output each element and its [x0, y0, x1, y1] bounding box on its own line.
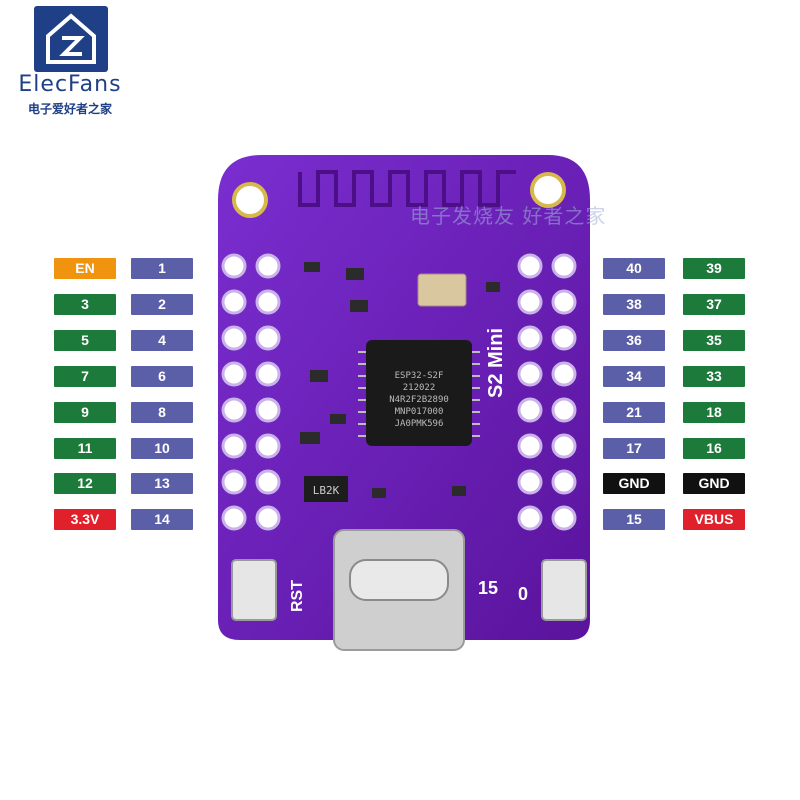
left-outer-label-0: EN: [54, 258, 116, 279]
silk-15: 15: [478, 578, 498, 598]
watermark-text: 电子发烧友 好者之家: [410, 204, 607, 228]
antenna-trace: [298, 170, 516, 207]
rst-button: [231, 559, 277, 621]
right-inner-label-6: GND: [603, 473, 665, 494]
left-inner-label-7: 14: [131, 509, 193, 530]
chip-text-4: JA0PMK596: [395, 419, 444, 429]
house-logo-icon: [34, 6, 108, 72]
boot-button: [541, 559, 587, 621]
smd-components: [300, 262, 500, 498]
right-outer-label-4: 18: [683, 402, 745, 423]
left-outer-label-5: 11: [54, 438, 116, 459]
left-pin-header: [221, 253, 281, 531]
left-outer-label-4: 9: [54, 402, 116, 423]
mount-hole-right: [530, 172, 566, 208]
right-outer-label-1: 37: [683, 294, 745, 315]
right-inner-label-4: 21: [603, 402, 665, 423]
left-inner-label-3: 6: [131, 366, 193, 387]
left-outer-label-1: 3: [54, 294, 116, 315]
right-inner-label-5: 17: [603, 438, 665, 459]
esp32-chip: [366, 340, 472, 446]
left-outer-label-2: 5: [54, 330, 116, 351]
silk-model: S2 Mini: [485, 328, 507, 398]
left-inner-label-1: 2: [131, 294, 193, 315]
logo-brand-text: ElecFans: [18, 72, 122, 97]
left-inner-label-4: 8: [131, 402, 193, 423]
crystal: [417, 273, 467, 307]
left-inner-label-0: 1: [131, 258, 193, 279]
inductor-label: LB2K: [313, 484, 340, 497]
elecfans-logo: ElecFans 电子爱好者之家: [8, 6, 128, 116]
right-inner-label-3: 34: [603, 366, 665, 387]
chip-text-1: 212022: [403, 383, 436, 393]
right-outer-label-2: 35: [683, 330, 745, 351]
logo-subtitle: 电子爱好者之家: [27, 102, 112, 116]
left-outer-label-6: 12: [54, 473, 116, 494]
left-inner-label-2: 4: [131, 330, 193, 351]
silk-0: 0: [518, 584, 528, 604]
left-outer-label-3: 7: [54, 366, 116, 387]
mount-hole-left: [232, 182, 268, 218]
right-inner-label-0: 40: [603, 258, 665, 279]
chip-text-3: MNP017000: [395, 407, 444, 417]
right-inner-label-2: 36: [603, 330, 665, 351]
right-outer-label-5: 16: [683, 438, 745, 459]
right-pin-header: [517, 253, 577, 531]
right-inner-label-7: 15: [603, 509, 665, 530]
left-inner-label-6: 13: [131, 473, 193, 494]
inductor: [304, 476, 348, 502]
right-outer-label-0: 39: [683, 258, 745, 279]
chip-text-2: N4R2F2B2890: [389, 395, 449, 405]
right-outer-label-3: 33: [683, 366, 745, 387]
chip-text-0: ESP32-S2F: [395, 371, 444, 381]
right-outer-label-6: GND: [683, 473, 745, 494]
left-inner-label-5: 10: [131, 438, 193, 459]
chip-pins: [358, 351, 480, 437]
right-inner-label-1: 38: [603, 294, 665, 315]
right-outer-label-7: VBUS: [683, 509, 745, 530]
left-outer-label-7: 3.3V: [54, 509, 116, 530]
rst-label: RST: [289, 580, 306, 612]
